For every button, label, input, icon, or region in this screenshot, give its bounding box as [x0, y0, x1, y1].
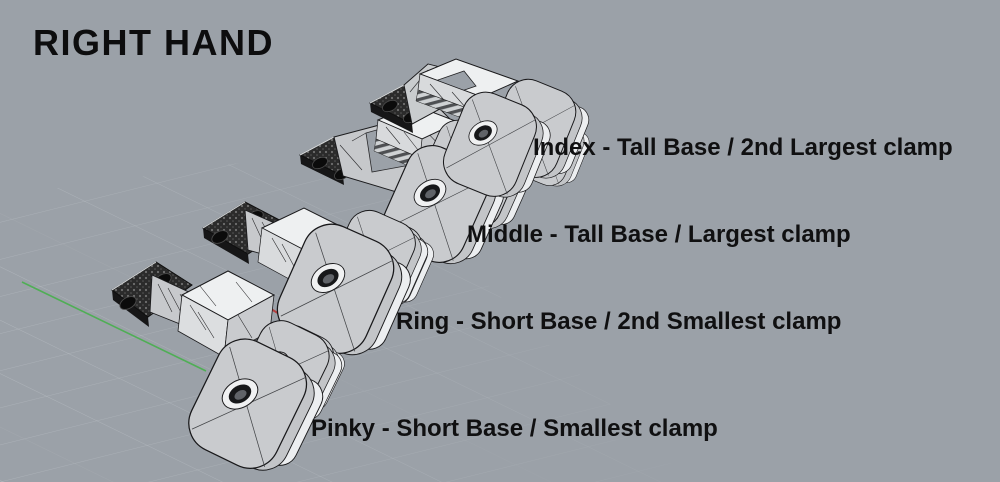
annotation-pinky-label: Pinky - Short Base / Smallest clamp	[311, 415, 718, 442]
annotation-middle-label: Middle - Tall Base / Largest clamp	[467, 221, 851, 248]
ground-grid	[0, 148, 690, 482]
annotation-ring-label: Ring - Short Base / 2nd Smallest clamp	[396, 308, 842, 335]
ring-finger-model	[202, 201, 441, 371]
y-axis-green	[21, 281, 207, 372]
index-finger-model	[368, 58, 597, 210]
middle-finger-model	[298, 104, 542, 279]
pinky-finger-model	[111, 261, 352, 482]
page-title: RIGHT HAND	[33, 22, 274, 63]
annotation-index-label: Index - Tall Base / 2nd Largest clamp	[533, 134, 953, 161]
